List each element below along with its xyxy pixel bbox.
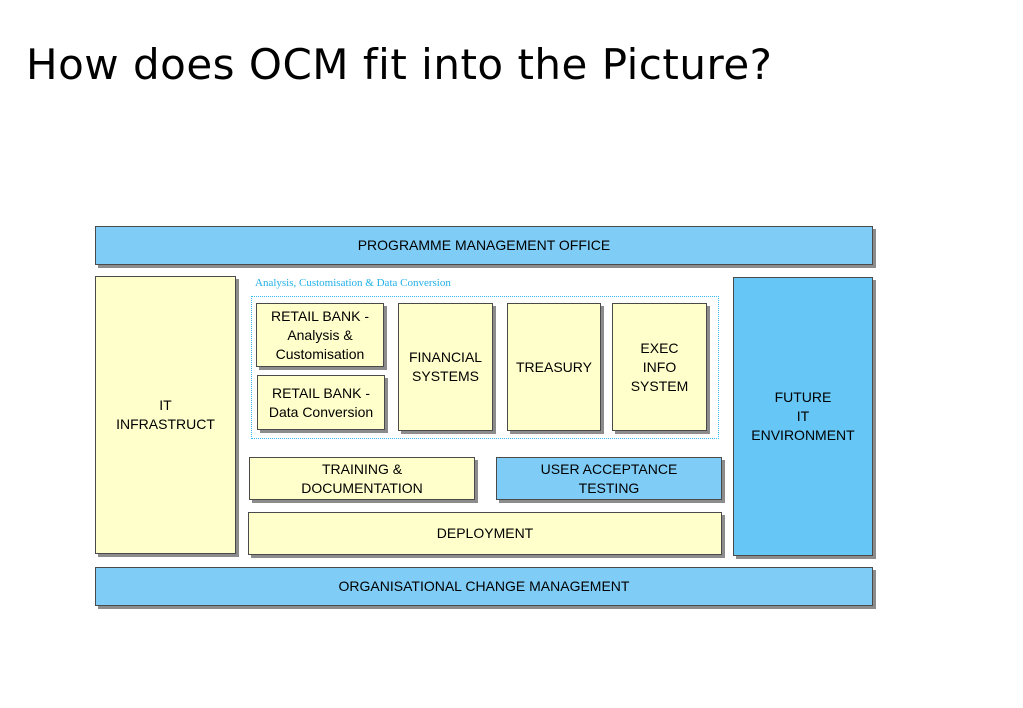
analysis-region [251,296,719,439]
page-title: How does OCM fit into the Picture? [26,40,773,89]
retail-bank-analysis-box: RETAIL BANK - Analysis & Customisation [256,303,384,367]
financial-systems-box: FINANCIAL SYSTEMS [398,303,493,431]
it-infrastruct-box: IT INFRASTRUCT [95,276,236,554]
user-acceptance-testing-box: USER ACCEPTANCE TESTING [496,457,722,500]
future-it-environment-box: FUTURE IT ENVIRONMENT [733,277,873,556]
analysis-region-label: Analysis, Customisation & Data Conversio… [255,277,451,289]
programme-management-office-box: PROGRAMME MANAGEMENT OFFICE [95,226,873,265]
deployment-box: DEPLOYMENT [248,512,722,555]
treasury-box: TREASURY [507,303,601,431]
exec-info-system-box: EXEC INFO SYSTEM [612,303,707,431]
organisational-change-management-box: ORGANISATIONAL CHANGE MANAGEMENT [95,567,873,606]
retail-bank-data-conversion-box: RETAIL BANK - Data Conversion [257,375,385,430]
training-documentation-box: TRAINING & DOCUMENTATION [249,457,475,500]
